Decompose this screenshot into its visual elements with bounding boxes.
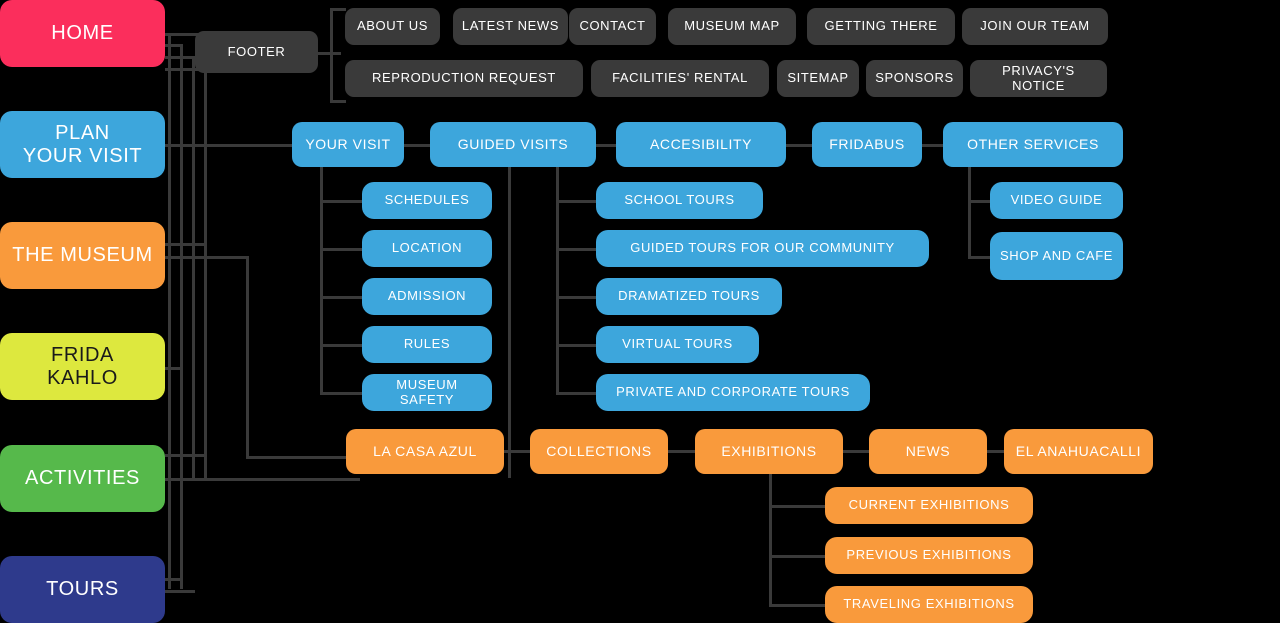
section-your-visit[interactable]: YOUR VISIT [292, 122, 404, 167]
connector [556, 344, 598, 347]
section-el-anahuacalli[interactable]: EL ANAHUACALLI [1004, 429, 1153, 474]
connector [320, 392, 364, 395]
section-exhibitions[interactable]: EXHIBITIONS [695, 429, 843, 474]
connector [320, 200, 364, 203]
connector [165, 578, 183, 581]
connector [165, 68, 207, 71]
connector [330, 8, 333, 103]
connector [843, 450, 871, 453]
nav-item-frida[interactable]: FRIDA KAHLO [0, 333, 165, 400]
footer-link-sponsors[interactable]: SPONSORS [866, 60, 963, 97]
connector [769, 555, 827, 558]
page-school-tours[interactable]: SCHOOL TOURS [596, 182, 763, 219]
connector [165, 256, 249, 259]
connector [180, 44, 183, 589]
connector [968, 200, 998, 203]
connector [330, 8, 346, 11]
section-other-services[interactable]: OTHER SERVICES [943, 122, 1123, 167]
connector [165, 56, 195, 59]
connector [317, 52, 341, 55]
connector [168, 33, 171, 589]
connector [165, 367, 183, 370]
page-rules[interactable]: RULES [362, 326, 492, 363]
page-traveling-exhibitions[interactable]: TRAVELING EXHIBITIONS [825, 586, 1033, 623]
footer-link-latest-news[interactable]: LATEST NEWS [453, 8, 568, 45]
page-previous-exhibitions[interactable]: PREVIOUS EXHIBITIONS [825, 537, 1033, 574]
connector [556, 200, 598, 203]
footer-link-reproduction-request[interactable]: REPRODUCTION REQUEST [345, 60, 583, 97]
connector [320, 167, 323, 393]
section-guided-visits[interactable]: GUIDED VISITS [430, 122, 596, 167]
nav-item-home[interactable]: HOME [0, 0, 165, 67]
footer-node[interactable]: FOOTER [195, 31, 318, 73]
footer-link-join-our-team[interactable]: JOIN OUR TEAM [962, 8, 1108, 45]
page-admission[interactable]: ADMISSION [362, 278, 492, 315]
page-location[interactable]: LOCATION [362, 230, 492, 267]
connector [921, 144, 945, 147]
page-private-corporate-tours[interactable]: PRIVATE AND CORPORATE TOURS [596, 374, 870, 411]
nav-item-plan[interactable]: PLAN YOUR VISIT [0, 111, 165, 178]
connector [968, 167, 971, 259]
connector [165, 590, 195, 593]
connector [508, 167, 511, 478]
connector [330, 100, 346, 103]
connector [320, 296, 364, 299]
connector [769, 505, 827, 508]
page-dramatized-tours[interactable]: DRAMATIZED TOURS [596, 278, 782, 315]
connector [769, 604, 827, 607]
connector [165, 33, 205, 36]
connector [246, 256, 249, 456]
page-schedules[interactable]: SCHEDULES [362, 182, 492, 219]
page-shop-and-cafe[interactable]: SHOP AND CAFE [990, 232, 1123, 280]
connector [596, 144, 618, 147]
connector [246, 456, 348, 459]
connector [784, 144, 814, 147]
footer-link-contact[interactable]: CONTACT [569, 8, 656, 45]
page-virtual-tours[interactable]: VIRTUAL TOURS [596, 326, 759, 363]
nav-item-activities[interactable]: ACTIVITIES [0, 445, 165, 512]
connector [968, 256, 998, 259]
connector [769, 473, 772, 605]
section-accesibility[interactable]: ACCESIBILITY [616, 122, 786, 167]
footer-link-facilities-rental[interactable]: FACILITIES' RENTAL [591, 60, 769, 97]
connector [165, 44, 183, 47]
section-fridabus[interactable]: FRIDABUS [812, 122, 922, 167]
footer-link-about-us[interactable]: ABOUT US [345, 8, 440, 45]
page-museum-safety[interactable]: MUSEUM SAFETY [362, 374, 492, 411]
page-guided-tours-for-community[interactable]: GUIDED TOURS FOR OUR COMMUNITY [596, 230, 929, 267]
connector [204, 68, 207, 478]
connector [192, 56, 195, 478]
connector [165, 454, 207, 457]
connector [668, 450, 710, 453]
connector [165, 243, 206, 246]
page-video-guide[interactable]: VIDEO GUIDE [990, 182, 1123, 219]
footer-link-getting-there[interactable]: GETTING THERE [807, 8, 955, 45]
connector [556, 167, 559, 393]
footer-link-privacys-notice[interactable]: PRIVACY'S NOTICE [970, 60, 1107, 97]
connector [165, 144, 295, 147]
connector [503, 450, 531, 453]
footer-link-museum-map[interactable]: MUSEUM MAP [668, 8, 796, 45]
connector [556, 392, 598, 395]
connector [320, 344, 364, 347]
section-collections[interactable]: COLLECTIONS [530, 429, 668, 474]
page-current-exhibitions[interactable]: CURRENT EXHIBITIONS [825, 487, 1033, 524]
connector [320, 248, 364, 251]
section-news[interactable]: NEWS [869, 429, 987, 474]
section-la-casa-azul[interactable]: LA CASA AZUL [346, 429, 504, 474]
footer-link-sitemap[interactable]: SITEMAP [777, 60, 859, 97]
connector [165, 478, 360, 481]
connector [404, 144, 434, 147]
connector [556, 296, 598, 299]
connector [986, 450, 1006, 453]
nav-item-museum[interactable]: THE MUSEUM [0, 222, 165, 289]
nav-item-tours[interactable]: TOURS [0, 556, 165, 623]
connector [556, 248, 598, 251]
